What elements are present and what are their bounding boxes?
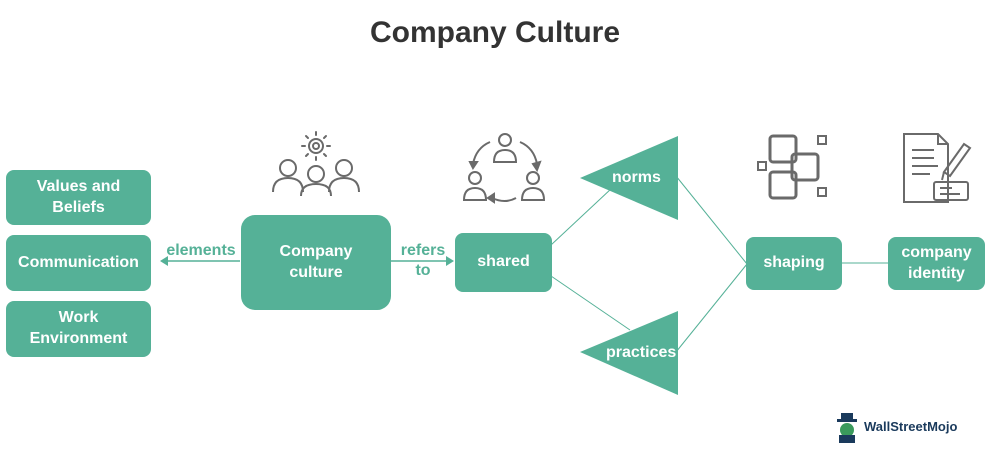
company-identity-box: company identity	[888, 237, 985, 290]
shared-norms-line	[550, 187, 613, 246]
elements-arrowhead	[160, 256, 168, 266]
practices-shaping-line	[675, 263, 748, 353]
diagram-title: Company Culture	[369, 16, 621, 49]
communication-box: Communication	[6, 235, 151, 291]
wallstreetmojo-logo-text: WallStreetMojo	[864, 419, 958, 434]
elements-edge-label: elements	[166, 242, 236, 259]
norms-triangle	[580, 136, 678, 220]
team-gear-icon	[272, 131, 360, 197]
practices-triangle	[580, 311, 678, 395]
refers-to-edge-label: refers to	[400, 242, 446, 279]
refers-arrowhead	[446, 256, 454, 266]
interlocked-squares-icon	[757, 134, 827, 200]
communication-label: Communication	[18, 253, 139, 271]
values-beliefs-box: Values and Beliefs	[6, 170, 151, 225]
shaping-label: shaping	[763, 254, 825, 272]
norms-shaping-line	[675, 175, 748, 265]
shared-label: shared	[477, 253, 530, 271]
document-pen-icon	[903, 133, 972, 203]
shared-box: shared	[455, 233, 552, 292]
company-culture-label: Company culture	[279, 242, 353, 281]
work-environment-label: Work Environment	[29, 309, 128, 347]
cycle-people-icon	[462, 133, 546, 204]
company-identity-label: company identity	[901, 243, 972, 282]
values-beliefs-label: Values and Beliefs	[36, 177, 121, 216]
practices-label: practices	[606, 344, 677, 361]
shared-practices-line	[550, 275, 631, 331]
shaping-box: shaping	[746, 237, 842, 290]
norms-label: norms	[612, 169, 661, 186]
work-environment-box: Work Environment	[6, 301, 151, 357]
wallstreetmojo-logo-icon	[837, 413, 857, 443]
company-culture-box: Company culture	[241, 215, 391, 310]
